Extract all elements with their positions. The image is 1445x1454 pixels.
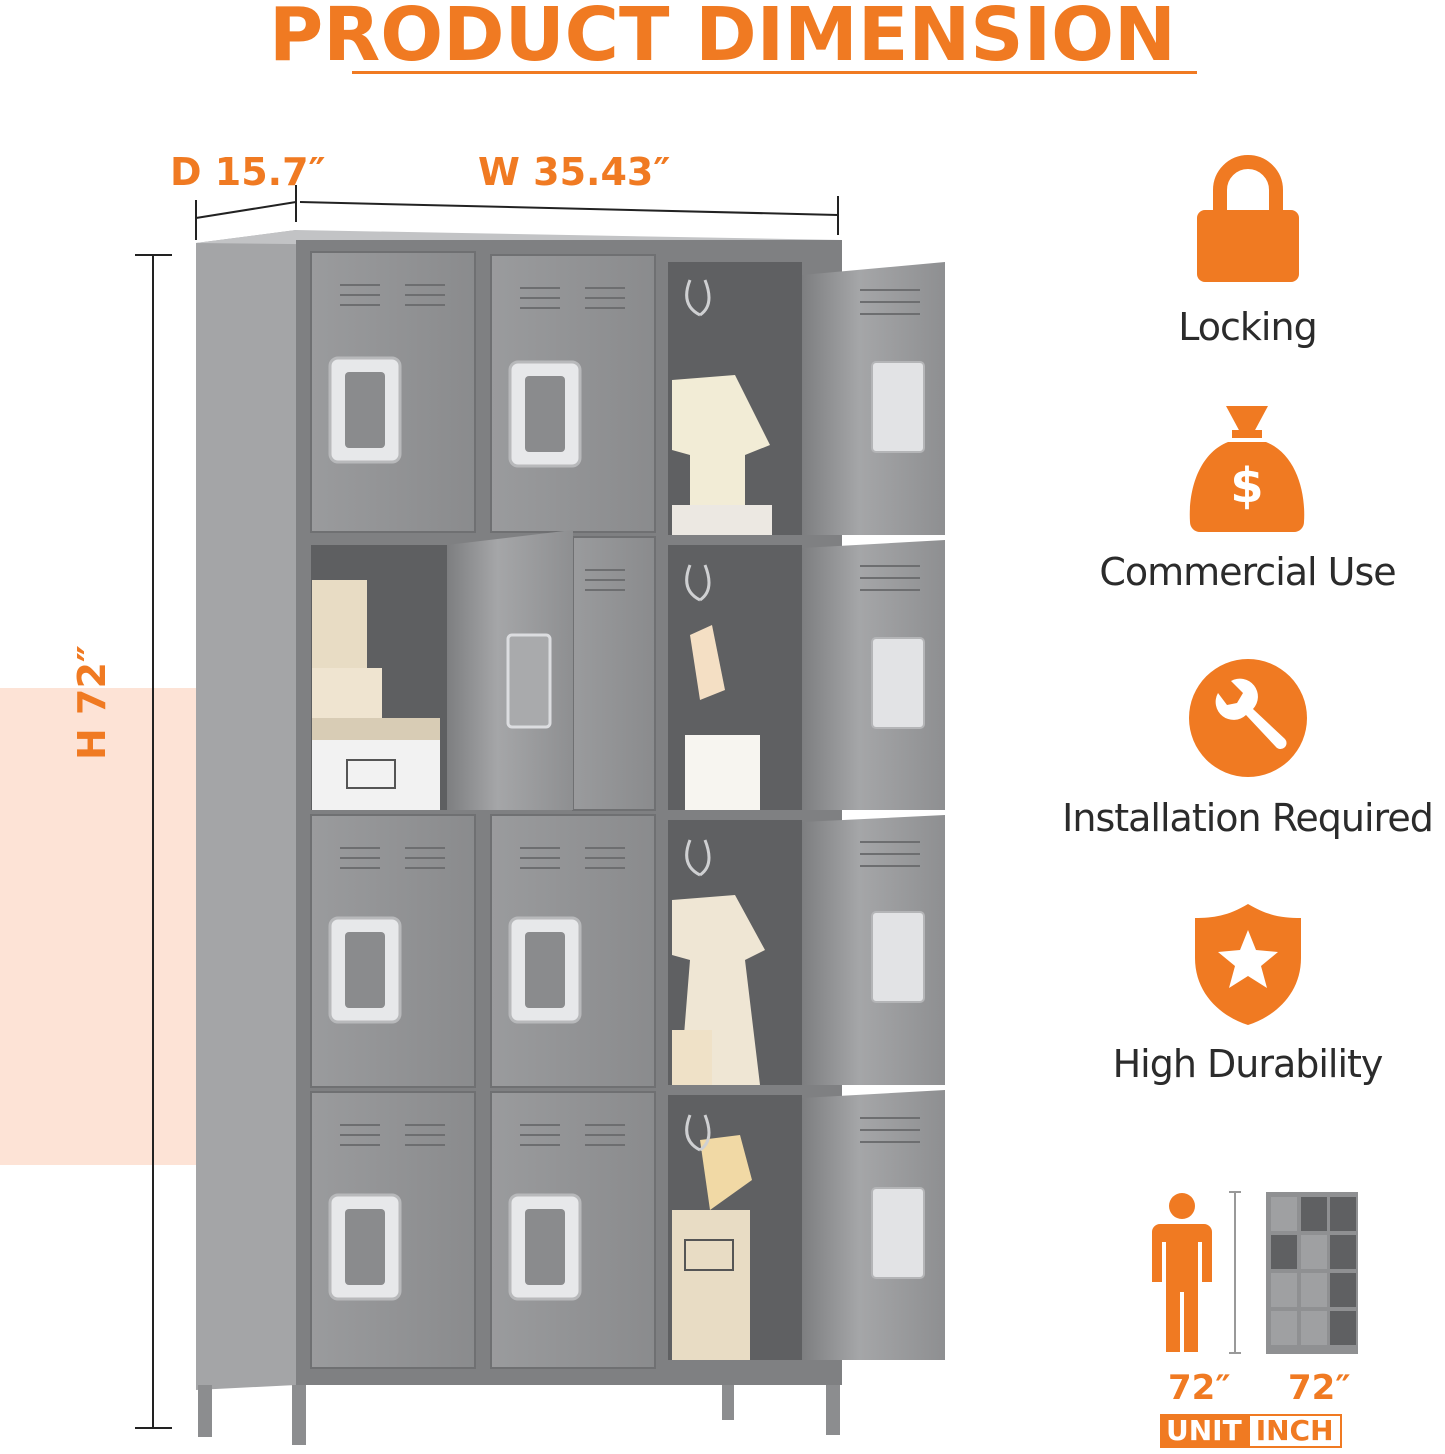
feature-label: High Durability [1112, 1042, 1384, 1086]
height-highlight-band [0, 688, 196, 1165]
svg-text:$: $ [1230, 458, 1263, 514]
leg [722, 1385, 734, 1420]
leg [198, 1385, 212, 1437]
leg [826, 1385, 840, 1435]
feature-label: Installation Required [1062, 796, 1434, 840]
cabinet-side [196, 230, 296, 1390]
locker-height-label: 72″ [1288, 1368, 1351, 1408]
mini-locker-icon [1266, 1192, 1358, 1354]
wrench-icon [1189, 659, 1307, 777]
scale-ruler [1229, 1191, 1241, 1354]
page-title: PRODUCT DIMENSION [269, 0, 1176, 78]
feature-high-durability: High Durability [1050, 1042, 1445, 1086]
open-compartments-right [668, 262, 945, 1360]
feature-installation-required: Installation Required [1050, 796, 1445, 840]
feature-commercial-use: Commercial Use [1050, 550, 1445, 594]
feature-label: Locking [1178, 305, 1317, 349]
door-handles [328, 356, 582, 1301]
height-dimension-line [135, 254, 172, 1429]
shield-star-icon [1195, 904, 1301, 1025]
unit-label: UNIT [1160, 1414, 1248, 1448]
person-icon [1152, 1193, 1212, 1352]
title-underline [352, 71, 1197, 74]
width-dimension-line [299, 196, 839, 235]
depth-dimension-line [195, 185, 297, 240]
unit-indicator: UNIT INCH [1160, 1414, 1342, 1448]
unit-value: INCH [1247, 1414, 1342, 1448]
leg [292, 1385, 306, 1445]
money-bag-icon: $ [1189, 406, 1305, 532]
feature-label: Commercial Use [1099, 550, 1396, 594]
door-vents [340, 284, 625, 1146]
open-compartment-left [311, 530, 573, 810]
feature-locking: Locking [1050, 305, 1445, 349]
padlock-icon [1197, 155, 1299, 282]
person-height-label: 72″ [1168, 1368, 1231, 1408]
width-label: W 35.43″ [478, 150, 671, 194]
depth-label: D 15.7″ [170, 150, 326, 194]
